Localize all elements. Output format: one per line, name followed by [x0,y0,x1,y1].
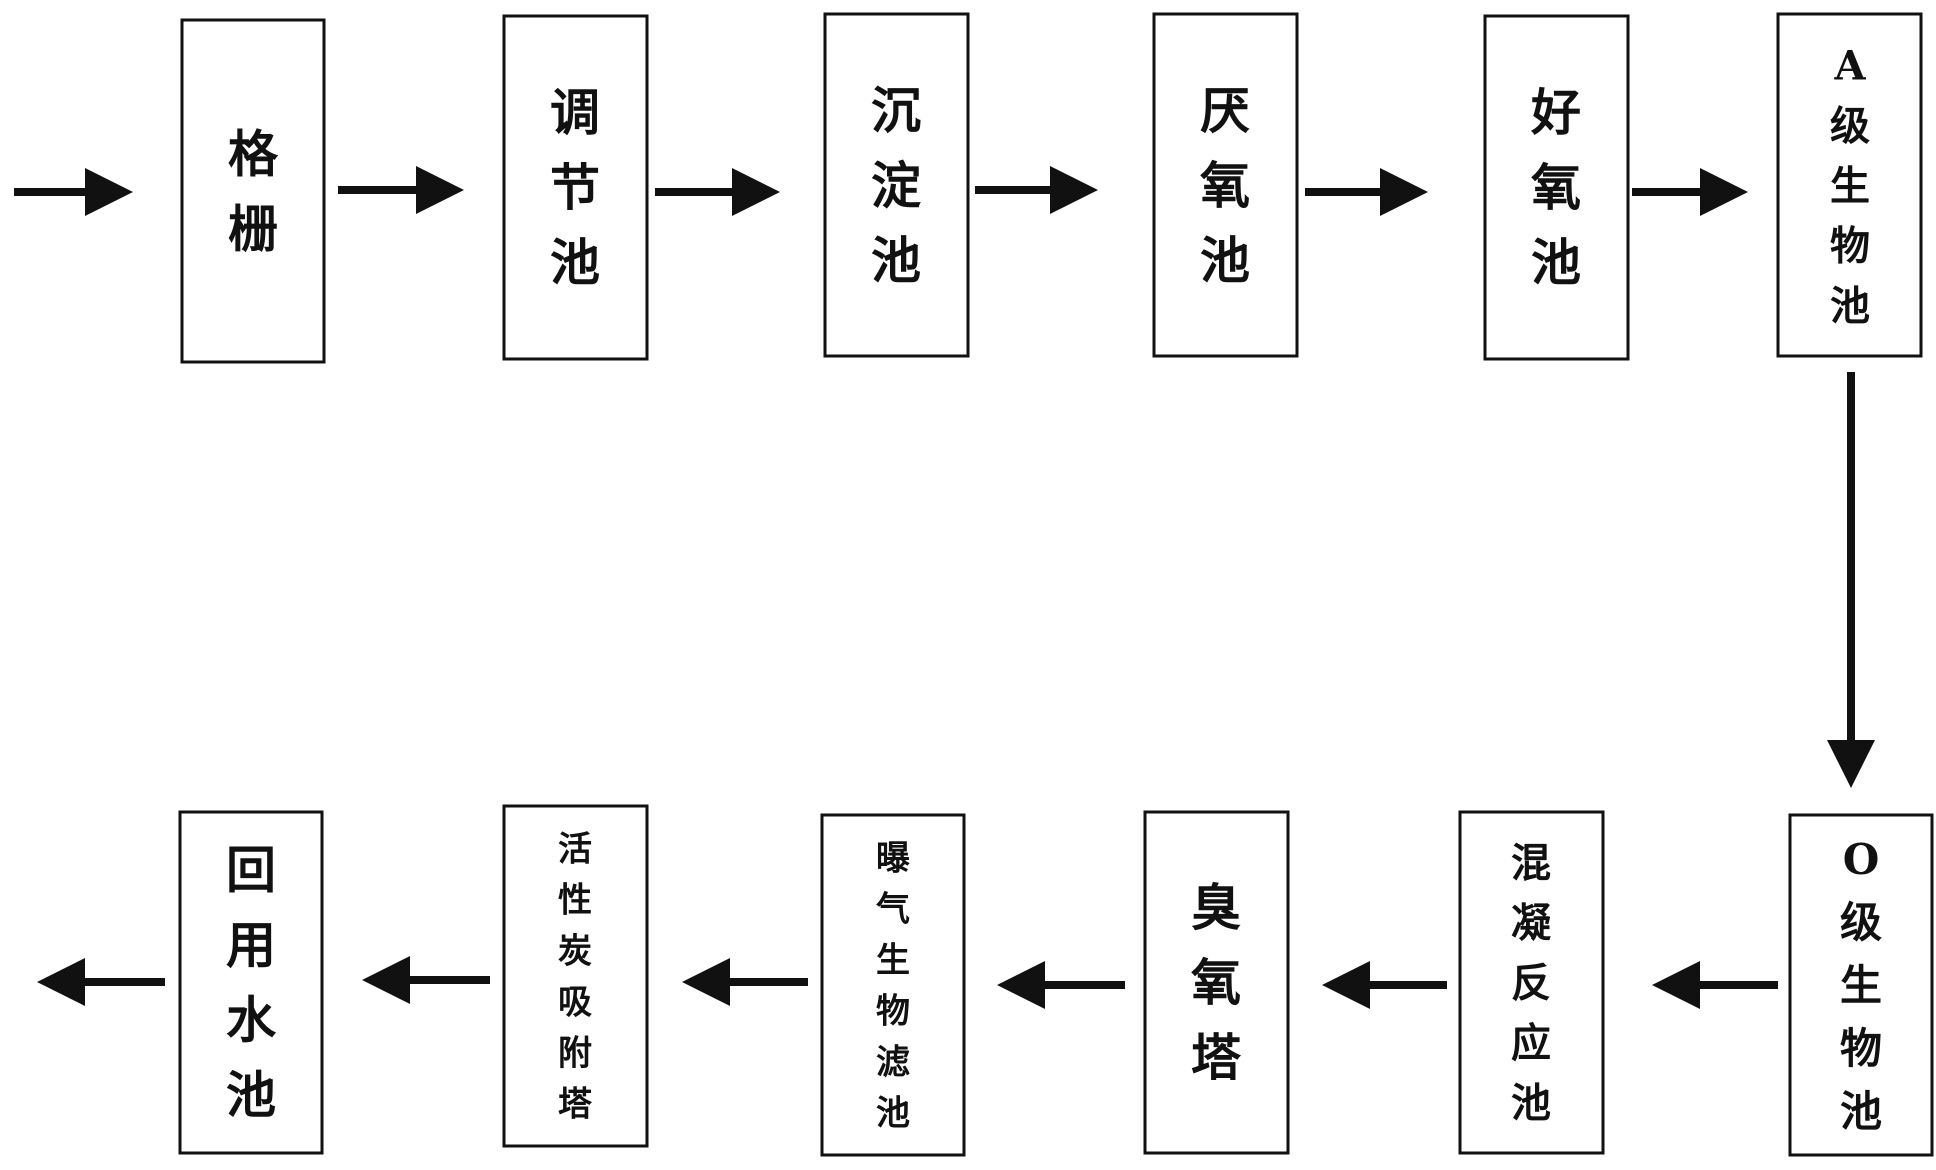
node-aerated-biofilter: 曝气生物滤池 [820,813,966,1157]
node-anaerobic-tank-box [1152,12,1299,358]
node-ozone-tower-label: 臭氧塔 [1191,878,1242,1087]
node-ozone-tower: 臭氧塔 [1143,810,1290,1155]
node-coagulation-tank: 混凝反应池 [1458,810,1605,1155]
node-o-stage-bio-tank-box [1788,813,1934,1157]
node-reuse-water-tank-box [178,810,324,1155]
node-regulating-tank-box [502,14,649,361]
node-a-stage-bio-tank-box [1776,12,1923,358]
node-sedimentation-tank: 沉淀池 [823,12,970,358]
node-aerated-biofilter-box [820,813,966,1157]
edges [14,166,1875,1009]
node-aerobic-tank: 好氧池 [1483,14,1630,361]
node-anaerobic-tank: 厌氧池 [1152,12,1299,358]
node-aerobic-tank-label: 好氧池 [1530,83,1581,292]
node-grille: 格栅 [180,18,326,364]
node-reuse-water-tank: 回用水池 [178,810,324,1155]
node-coagulation-tank-box [1458,810,1605,1155]
node-regulating-tank-label: 调节池 [550,83,600,292]
node-aerated-biofilter-label: 曝气生物滤池 [875,839,910,1134]
node-activated-carbon-tower: 活性炭吸附塔 [502,804,649,1148]
node-grille-box [180,18,326,364]
node-sedimentation-tank-box [823,12,970,358]
node-sedimentation-tank-label: 沉淀池 [871,81,921,290]
node-grille-label: 格栅 [228,125,279,259]
node-reuse-water-tank-label: 回用水池 [226,841,277,1125]
node-coagulation-tank-label: 混凝反应池 [1511,839,1551,1126]
node-aerobic-tank-box [1483,14,1630,361]
node-regulating-tank: 调节池 [502,14,649,361]
node-activated-carbon-tower-box [502,804,649,1148]
node-anaerobic-tank-label: 厌氧池 [1200,81,1250,290]
node-activated-carbon-tower-label: 活性炭吸附塔 [558,830,593,1125]
node-ozone-tower-box [1143,810,1290,1155]
